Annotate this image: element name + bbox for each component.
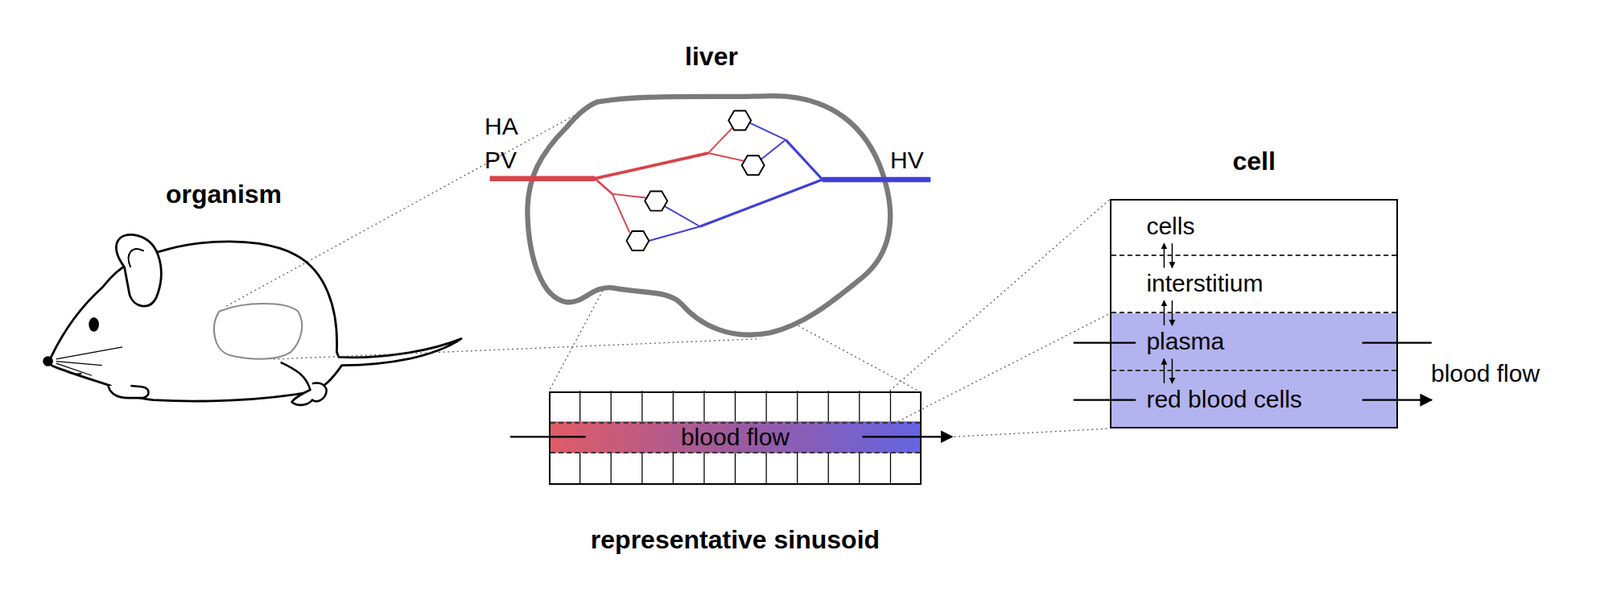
level-heading: organism (165, 179, 282, 210)
compartment-name: cells (1146, 212, 1195, 241)
mouse-ear-fold (128, 248, 145, 268)
label-holder: HV (890, 146, 924, 175)
text-holder: interstitium (1146, 269, 1263, 298)
cell-box: cellsinterstitiumplasmared blood cellsce… (1109, 198, 1398, 429)
lobule-hexagon (626, 230, 649, 251)
vessel-label: PV (484, 146, 517, 175)
compartment-band: plasma (1111, 313, 1397, 372)
compartment-name: red blood cells (1146, 385, 1302, 414)
compartment-band: cells (1111, 198, 1397, 256)
portal-branch (594, 152, 709, 179)
hepatic-branch (700, 140, 823, 227)
box-heading: cell (1232, 146, 1276, 177)
label-holder: liver (684, 41, 739, 72)
text-holder: blood flow (680, 423, 790, 452)
mouse-front-foot (107, 385, 149, 398)
mouse-nose (42, 355, 54, 367)
lobule-hexagon (742, 155, 765, 175)
blood-region (1109, 313, 1398, 429)
label-holder: HA (484, 112, 519, 141)
vessel-label: HA (484, 112, 519, 141)
portal-inflow (490, 176, 596, 182)
portal-branch (594, 178, 613, 194)
label-holder: PV (484, 146, 517, 175)
text-holder: representative sinusoid (550, 524, 920, 555)
mouse-body (49, 241, 462, 401)
label-holder: blood flow (1430, 359, 1540, 388)
vessel-label: HV (890, 146, 924, 175)
hepatic-twig (648, 122, 786, 241)
compartment-band: red blood cells (1111, 371, 1397, 427)
mouse-hind-foot (280, 362, 327, 405)
text-holder: plasma (1146, 327, 1225, 356)
hepatic-outflow (822, 177, 931, 182)
flow-label: blood flow (1430, 359, 1540, 388)
hepatocyte-grid (580, 390, 891, 485)
lobule-hexagon (728, 110, 751, 130)
box-heading: representative sinusoid (590, 524, 880, 555)
sinusoid-box: blood flowrepresentative sinusoid (548, 391, 922, 486)
compartment-name: plasma (1146, 327, 1225, 356)
compartment-name: interstitium (1146, 269, 1263, 298)
liver-outline (527, 95, 891, 335)
mouse-ear (116, 234, 162, 306)
compartment-band: interstitium (1111, 255, 1397, 314)
mouse-whiskers (56, 346, 123, 376)
text-holder: red blood cells (1146, 385, 1302, 414)
text-holder: cells (1146, 212, 1195, 241)
mouse-liver (214, 303, 302, 359)
blood-band: blood flow (550, 421, 920, 454)
lobule-hexagon (644, 191, 668, 211)
mouse-eye (88, 317, 99, 332)
compartment-name: blood flow (680, 423, 790, 452)
level-heading: liver (684, 41, 739, 72)
text-holder: cell (1111, 146, 1397, 177)
mouse-mouth (63, 369, 83, 375)
label-holder: organism (165, 179, 282, 210)
